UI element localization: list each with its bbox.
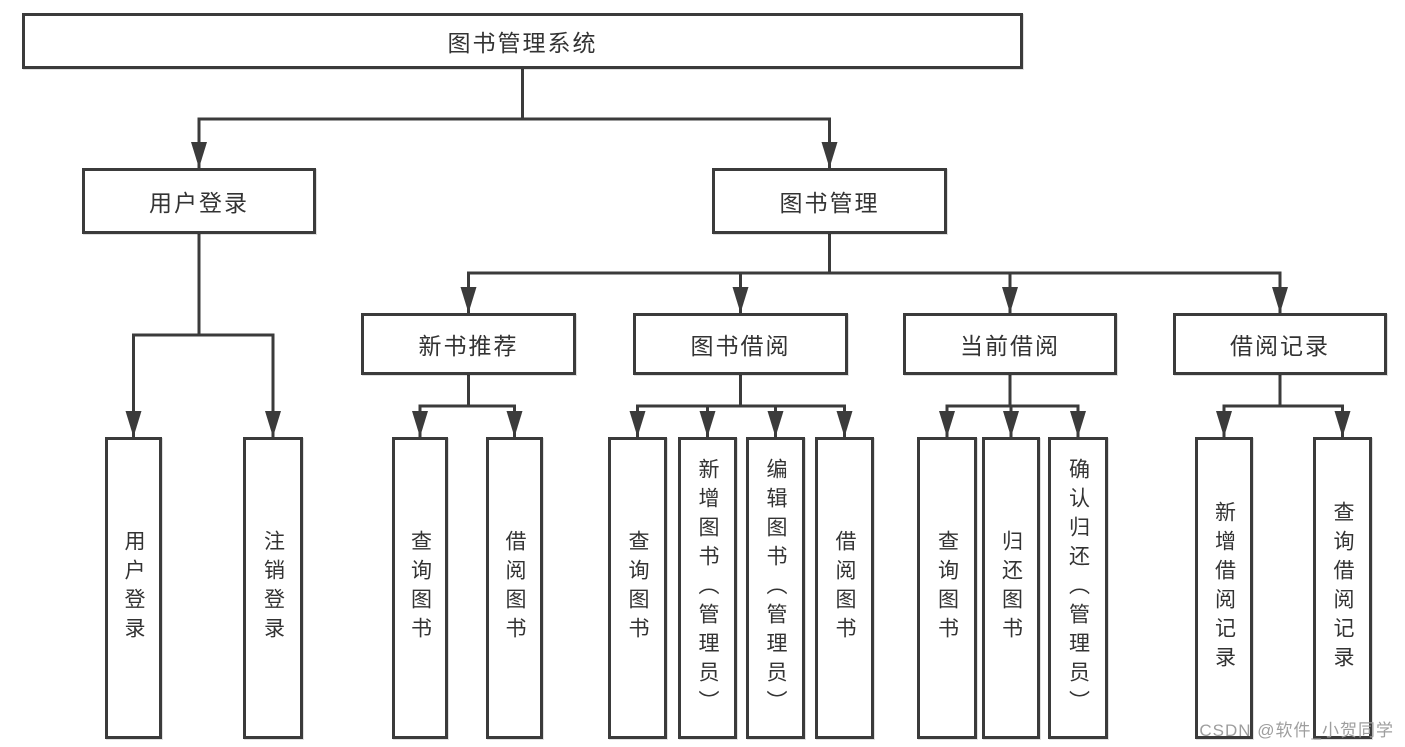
- csdn-watermark: CSDN @软件_小贺同学: [1199, 721, 1394, 740]
- leaf-user-login: 用户登录: [105, 437, 162, 739]
- node-label: 新书推荐: [418, 333, 519, 359]
- node-label: 用户登录: [149, 190, 249, 216]
- node-label: 借阅记录: [1230, 333, 1330, 359]
- node-label: 当前借阅: [960, 333, 1060, 359]
- node-current-borrowing: 当前借阅: [903, 313, 1117, 375]
- node-label: 新增图书（管理员）: [696, 457, 719, 719]
- node-label: 查询图书: [408, 530, 432, 646]
- leaf-rec-borrow-books: 借阅图书: [486, 437, 543, 739]
- node-label: 查询图书: [626, 530, 649, 646]
- node-label: 注销登录: [261, 530, 285, 646]
- node-label: 图书管理系统: [447, 30, 598, 56]
- node-label: 确认归还（管理员）: [1066, 457, 1090, 719]
- node-label: 新增借阅记录: [1212, 501, 1236, 675]
- leaf-br-query-record: 查询借阅记录: [1313, 437, 1372, 739]
- node-borrow-records: 借阅记录: [1173, 313, 1387, 375]
- node-label: 查询图书: [935, 530, 959, 646]
- node-label: 用户登录: [122, 530, 145, 646]
- node-label: 借阅图书: [833, 530, 856, 646]
- leaf-bb-add-books-admin: 新增图书（管理员）: [678, 437, 737, 739]
- leaf-cb-query-books: 查询图书: [917, 437, 977, 739]
- node-label: 归还图书: [999, 530, 1023, 646]
- node-book-management: 图书管理: [712, 168, 947, 234]
- node-label: 借阅图书: [503, 530, 526, 646]
- leaf-bb-edit-books-admin: 编辑图书（管理员）: [746, 437, 805, 739]
- leaf-cb-confirm-return-admin: 确认归还（管理员）: [1048, 437, 1108, 739]
- node-new-book-recommend: 新书推荐: [361, 313, 576, 375]
- leaf-logout: 注销登录: [243, 437, 303, 739]
- leaf-rec-query-books: 查询图书: [392, 437, 448, 739]
- leaf-br-add-record: 新增借阅记录: [1195, 437, 1253, 739]
- node-user-login-group: 用户登录: [82, 168, 316, 234]
- node-label: 图书借阅: [690, 333, 791, 359]
- node-label: 图书管理: [779, 190, 880, 216]
- node-system-root: 图书管理系统: [22, 13, 1023, 69]
- node-label: 查询借阅记录: [1331, 501, 1354, 675]
- leaf-cb-return-books: 归还图书: [982, 437, 1040, 739]
- leaf-bb-query-books: 查询图书: [608, 437, 667, 739]
- node-label: 编辑图书（管理员）: [764, 457, 787, 719]
- leaf-bb-borrow-books: 借阅图书: [815, 437, 874, 739]
- node-book-borrowing: 图书借阅: [633, 313, 848, 375]
